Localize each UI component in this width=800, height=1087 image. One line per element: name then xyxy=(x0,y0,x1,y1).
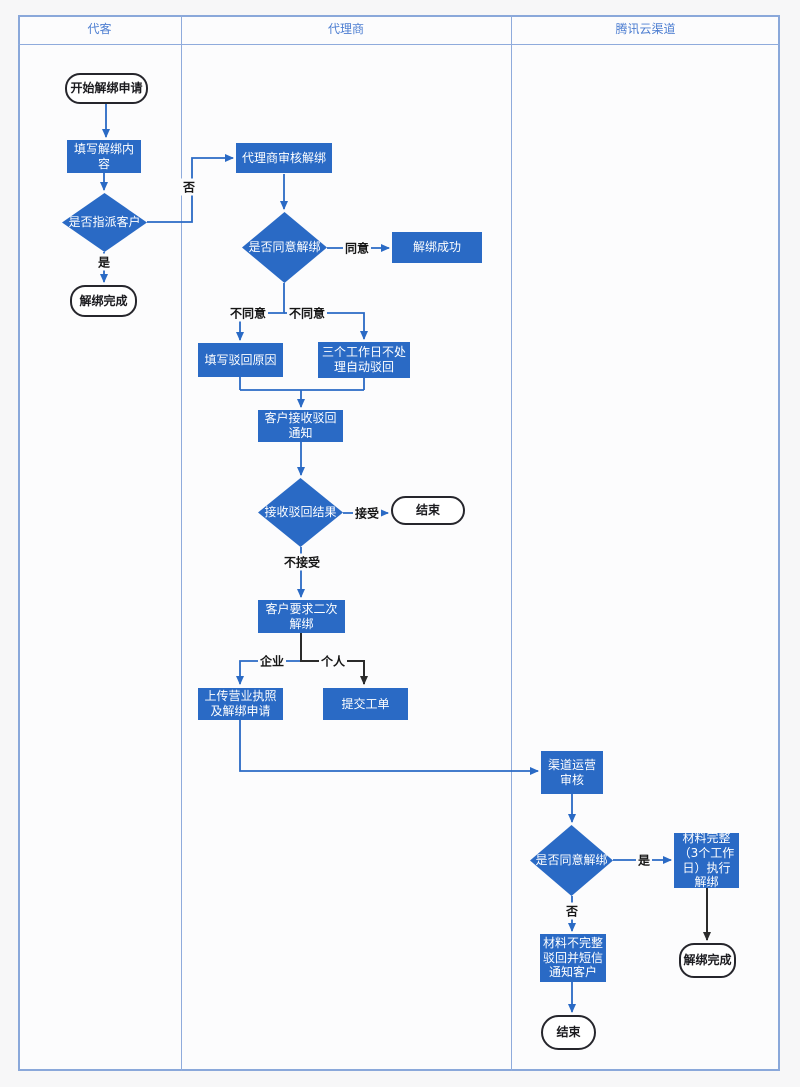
swimlane-frame xyxy=(18,15,780,1071)
lane-header-tencent-channel: 腾讯云渠道 xyxy=(615,22,676,36)
node-unbind-success: 解绑成功 xyxy=(392,232,482,263)
edge-label-yes-agree2: 是 xyxy=(635,851,653,869)
lane-divider-2 xyxy=(511,15,512,1071)
node-upload-license-and-request: 上传营业执照及解绑申请 xyxy=(198,688,283,720)
edge-label-yes-assign: 是 xyxy=(95,253,113,271)
edge-label-no-assign: 否 xyxy=(180,178,198,196)
node-material-incomplete-reject-sms: 材料不完整驳回并短信通知客户 xyxy=(540,934,606,982)
node-customer-receive-reject-notice: 客户接收驳回通知 xyxy=(258,410,343,442)
node-channel-operation-review: 渠道运营审核 xyxy=(541,751,603,794)
node-fill-reject-reason: 填写驳回原因 xyxy=(198,343,283,377)
node-auto-reject-3-days: 三个工作日不处理自动驳回 xyxy=(318,342,410,378)
node-unbind-complete-2: 解绑完成 xyxy=(679,943,736,978)
node-customer-second-unbind: 客户要求二次解绑 xyxy=(258,600,345,633)
edge-label-disagree-right: 不同意 xyxy=(286,304,328,322)
node-end-2: 结束 xyxy=(541,1015,596,1050)
edge-label-enterprise: 企业 xyxy=(257,652,287,670)
edge-label-personal: 个人 xyxy=(318,652,348,670)
node-agent-review-unbind: 代理商审核解绑 xyxy=(236,143,332,173)
edge-label-agree: 同意 xyxy=(342,239,372,257)
lane-header-agent: 代理商 xyxy=(327,22,364,36)
node-end-1: 结束 xyxy=(391,496,465,525)
lane-header-underline xyxy=(18,44,780,45)
node-start-unbind-request: 开始解绑申请 xyxy=(65,73,148,104)
edge-label-no-agree2: 否 xyxy=(563,902,581,920)
edge-label-not-accept: 不接受 xyxy=(281,553,323,571)
node-fill-unbind-content: 填写解绑内容 xyxy=(67,140,141,173)
edge-label-disagree-left: 不同意 xyxy=(227,304,269,322)
lane-header-customer: 代客 xyxy=(87,22,112,36)
lane-divider-1 xyxy=(181,15,182,1071)
edge-label-accept: 接受 xyxy=(352,504,382,522)
node-submit-ticket: 提交工单 xyxy=(323,688,408,720)
node-material-complete-execute-unbind: 材料完整（3个工作日）执行解绑 xyxy=(674,831,739,889)
node-unbind-complete-1: 解绑完成 xyxy=(70,285,137,317)
